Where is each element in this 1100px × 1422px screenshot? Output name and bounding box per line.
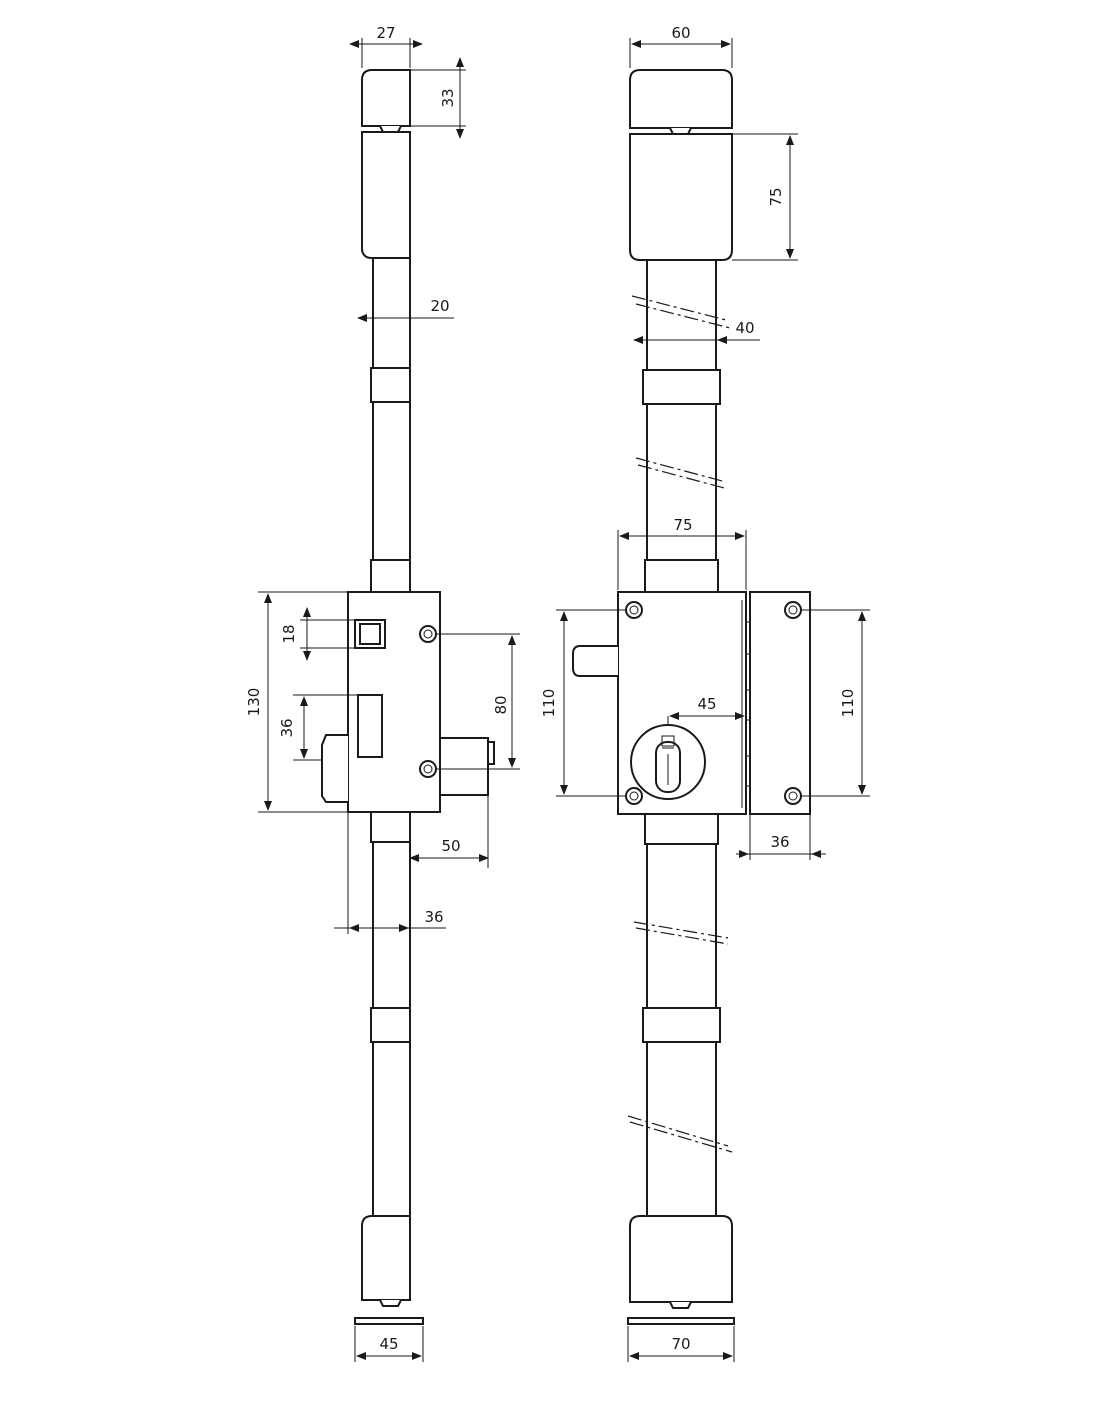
front-screw-bottom	[625, 787, 643, 805]
front-lower-collar	[642, 1007, 721, 1043]
front-lower-cap-nub	[669, 1301, 692, 1309]
side-guide-slot-inner	[359, 623, 381, 645]
dim-front-width-bottom: 70	[671, 1335, 690, 1353]
front-upper-rod	[646, 259, 717, 593]
dim-front-keeper-width: 36	[770, 833, 789, 851]
side-lower-cap	[361, 1215, 411, 1301]
side-upper-rod	[372, 257, 411, 591]
front-view	[572, 69, 811, 1325]
side-dead-bolt	[439, 737, 489, 796]
front-break-lines-4	[627, 1115, 733, 1153]
side-bolt-window	[357, 694, 383, 758]
side-screw-top	[419, 625, 437, 643]
front-keeper-screw-top	[784, 601, 802, 619]
front-lower-socket	[644, 813, 719, 845]
front-screw-top	[625, 601, 643, 619]
side-lower-socket	[370, 811, 411, 843]
side-rod-socket	[370, 559, 411, 593]
dim-side-bolt-throw: 50	[441, 837, 460, 855]
front-knob	[572, 645, 618, 677]
dim-side-rod-diameter: 20	[430, 297, 449, 315]
dim-side-cap-height: 33	[439, 88, 457, 107]
dim-side-width-top: 27	[376, 24, 395, 42]
front-break-lines-2	[635, 457, 729, 490]
side-upper-collar	[370, 367, 411, 403]
dim-front-cylinder-offset: 45	[697, 695, 716, 713]
dim-side-case-depth: 36	[424, 908, 443, 926]
dim-front-guide-height: 75	[767, 187, 785, 206]
side-lower-collar	[370, 1007, 411, 1043]
dim-side-case-height: 130	[245, 688, 263, 717]
front-upper-guide	[629, 133, 733, 261]
dim-front-cap-width: 60	[671, 24, 690, 42]
dim-front-rod-diameter: 40	[735, 319, 754, 337]
side-screw-bottom	[419, 760, 437, 778]
side-lower-cap-nub	[379, 1299, 402, 1307]
side-top-cap	[361, 69, 411, 127]
dim-front-keeper-screws: 110	[839, 689, 857, 718]
side-latch-bolt	[321, 734, 348, 803]
side-base-plate	[354, 1317, 424, 1325]
front-upper-collar	[642, 369, 721, 405]
front-cylinder	[630, 724, 706, 800]
front-lower-cap	[629, 1215, 733, 1303]
front-break-lines-3	[633, 921, 729, 945]
front-rod-socket	[644, 559, 719, 593]
front-break-lines-1	[631, 295, 731, 329]
front-keeper-plate	[749, 591, 811, 815]
dim-side-guide-height: 18	[280, 624, 298, 643]
front-top-cap	[629, 69, 733, 129]
front-keeper-screw-bottom	[784, 787, 802, 805]
dim-side-bolt-height: 36	[278, 718, 296, 737]
dim-front-case-screws: 110	[540, 689, 558, 718]
dim-side-width-bottom: 45	[379, 1335, 398, 1353]
side-dead-bolt-tip	[487, 741, 495, 765]
side-upper-guide	[361, 131, 411, 259]
front-dimensions: 60 75 40 75 110 45 110 36	[540, 24, 870, 1362]
side-dimensions: 27 33 20 18 130 36 80 50	[245, 24, 520, 1362]
dim-front-case-width: 75	[673, 516, 692, 534]
front-base-plate	[627, 1317, 735, 1325]
side-view	[321, 69, 495, 1325]
dim-side-screw-spacing: 80	[492, 695, 510, 714]
